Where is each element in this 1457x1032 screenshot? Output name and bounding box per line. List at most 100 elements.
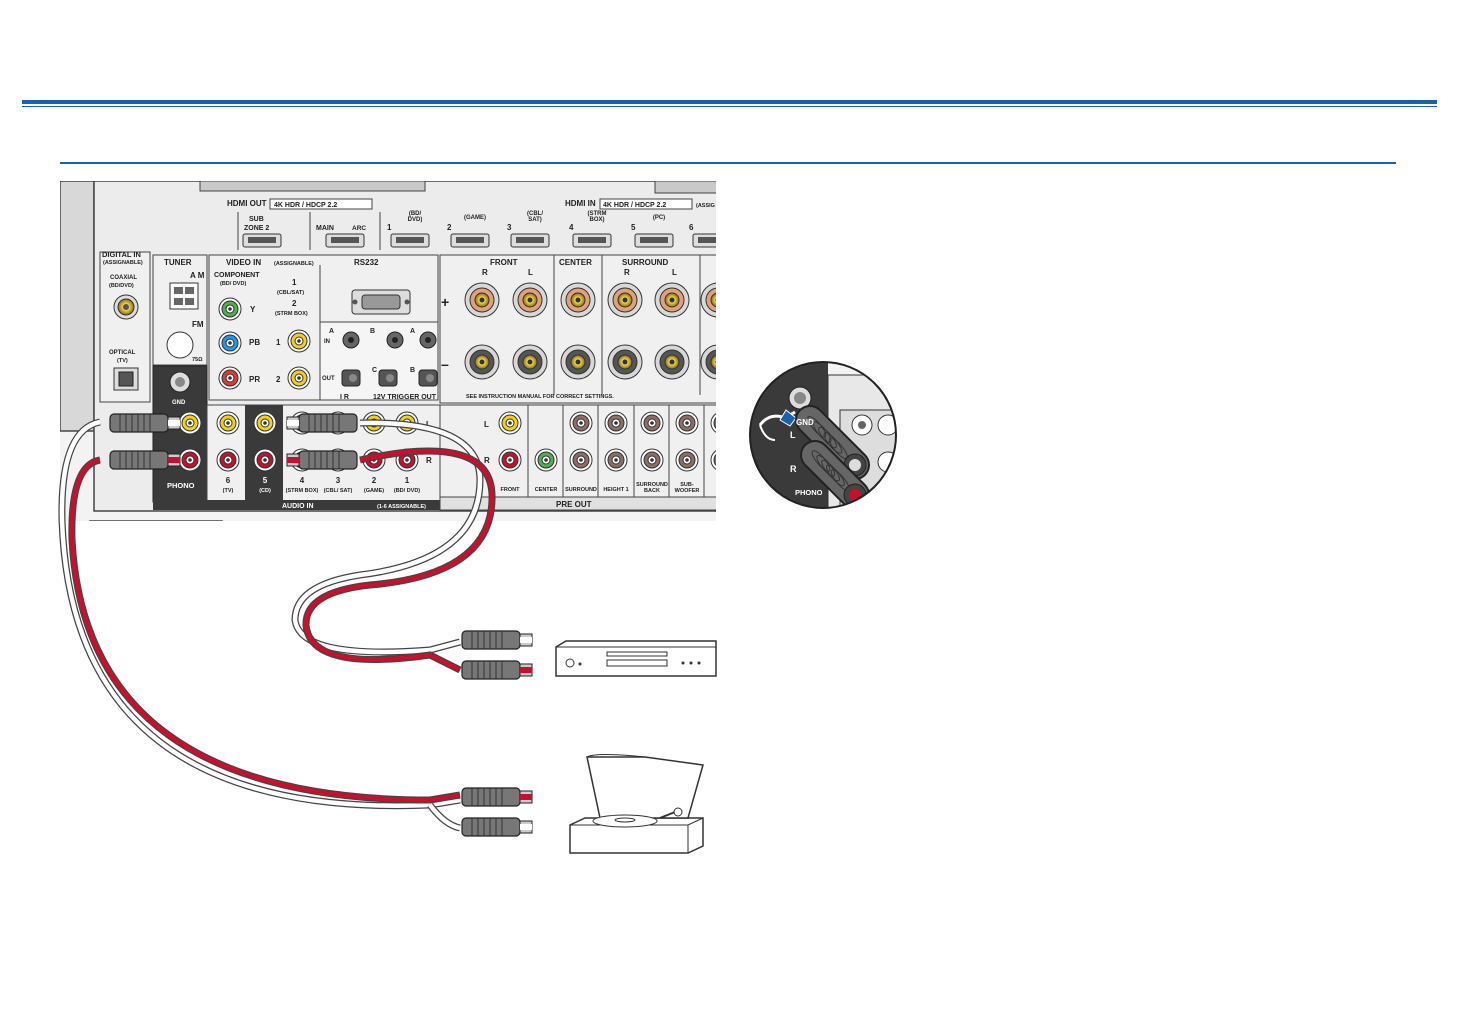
pre-out-jack (640, 411, 664, 435)
hdmi-in-label: HDMI IN (565, 199, 596, 208)
header-rule-thin (22, 106, 1437, 107)
trigger-a-label: A (410, 328, 415, 335)
audio-in-source: (GAME) (364, 488, 384, 494)
fm-ohm-label: 75Ω (192, 357, 203, 363)
zoom-gnd-label: GND (796, 418, 814, 427)
hdmi-zone2-label: ZONE 2 (244, 225, 269, 232)
hdmi-in-number: 3 (507, 223, 512, 232)
pre-out-jack (604, 411, 628, 435)
audio-in-l-jack (216, 411, 240, 435)
hdmi-in-spec: 4K HDR / HDCP 2.2 (603, 202, 666, 209)
video-2-label: 2 (292, 299, 297, 308)
speaker-terminal (607, 282, 643, 318)
pre-out-label: PRE OUT (556, 500, 592, 509)
surround-label: SURROUND (622, 258, 668, 267)
gnd-zoom-detail: GND L R PHONO (749, 361, 897, 509)
pre-out-channel-label: SURROUND (565, 487, 597, 493)
audio-r-label: R (426, 456, 432, 465)
audio-in-r-jack (253, 448, 277, 472)
hdmi-in-number: 4 (569, 223, 574, 232)
component-y-jack (218, 297, 242, 321)
hdmi-in-source: (PC) (653, 215, 665, 221)
speaker-terminal (654, 344, 690, 380)
digital-in-label: DIGITAL IN (102, 250, 141, 259)
hdmi-in-source: (BD/DVD) (408, 211, 423, 223)
pre-out-jack (534, 448, 558, 472)
pre-out-channel-label: CENTER (535, 487, 558, 493)
surround-l-label: L (672, 268, 677, 277)
phono-l-jack (178, 411, 202, 435)
hdmi-arc-label: ARC (352, 225, 366, 232)
speaker-terminal (700, 344, 716, 380)
phono-label: PHONO (167, 481, 195, 490)
audio-in-assignable: (1-6 ASSIGNABLE) (377, 504, 426, 510)
cd-player-plug-r (461, 660, 533, 680)
zoom-l-label: L (790, 430, 796, 440)
speaker-terminal (560, 282, 596, 318)
video-in-assignable: (ASSIGNABLE) (274, 261, 314, 267)
hdmi-in-number: 6 (689, 223, 694, 232)
audio-in-number: 3 (336, 476, 341, 485)
video-row-2: 2 (276, 375, 281, 384)
speaker-terminal (607, 344, 643, 380)
video-1-label: 1 (292, 278, 297, 287)
video-2-jack (287, 366, 311, 390)
zoom-plug-l (795, 405, 870, 480)
pre-out-jack (710, 413, 716, 433)
optical-source: (TV) (117, 358, 128, 364)
phono-plug-l (109, 413, 181, 433)
plus-label: + (441, 294, 449, 310)
hdmi-in-number: 5 (631, 223, 636, 232)
component-pb-jack (218, 331, 242, 355)
speaker-terminal (464, 344, 500, 380)
pre-out-front-l-jack (498, 411, 522, 435)
pre-out-channel-label: FRONT (501, 487, 521, 493)
hdmi-in-source: (GAME) (464, 215, 486, 221)
zoom-phono-label: PHONO (795, 488, 823, 497)
component-source: (BD/ DVD) (220, 281, 246, 287)
pre-out-jack (710, 450, 716, 470)
pre-out-jack (498, 448, 522, 472)
turntable-plug-l (461, 817, 533, 837)
audio-in-number: 2 (372, 476, 377, 485)
audio-in-source: (TV) (223, 488, 234, 494)
front-label: FRONT (490, 258, 518, 267)
turntable-illustration (569, 754, 704, 854)
audio-in-number: 6 (226, 476, 231, 485)
hdmi-in-assignable: (ASSIG (696, 203, 715, 209)
audio-in-number: 5 (263, 476, 268, 485)
front-l-label: L (528, 268, 533, 277)
coaxial-source: (BD/DVD) (109, 283, 134, 289)
hdmi-out-spec: 4K HDR / HDCP 2.2 (274, 202, 337, 209)
rca-plugs (109, 413, 533, 837)
cd-player-plug-l (461, 630, 533, 650)
speaker-terminal (654, 282, 690, 318)
audio-in-source: (STRM BOX) (286, 488, 319, 494)
coaxial-label: COAXIAL (110, 275, 137, 281)
video-2-source: (STRM BOX) (275, 311, 308, 317)
pre-out-l: L (484, 420, 489, 429)
audio-in-label: AUDIO IN (282, 503, 314, 510)
center-label: CENTER (559, 258, 592, 267)
speaker-terminal (464, 282, 500, 318)
trigger-c-label: C (372, 367, 377, 374)
audio-l-label: L (426, 420, 431, 429)
phono-plug-r (109, 450, 181, 470)
rs232-label: RS232 (354, 258, 379, 267)
pre-out-jack (569, 411, 593, 435)
turntable-plug-r (461, 787, 533, 807)
phono-cable (58, 418, 461, 832)
video-1-source: (CBL/SAT) (277, 290, 304, 296)
speaker-terminal (512, 344, 548, 380)
hdmi-main-label: MAIN (316, 225, 334, 232)
ir-a-label: A (329, 328, 334, 335)
pre-out-r: R (484, 456, 490, 465)
fm-label: FM (192, 320, 204, 329)
receiver-rear-panel: HDMI OUT 4K HDR / HDCP 2.2 SUB ZONE 2 MA… (60, 181, 726, 521)
audio-in-number: 4 (300, 476, 305, 485)
component-label: COMPONENT (214, 272, 260, 279)
